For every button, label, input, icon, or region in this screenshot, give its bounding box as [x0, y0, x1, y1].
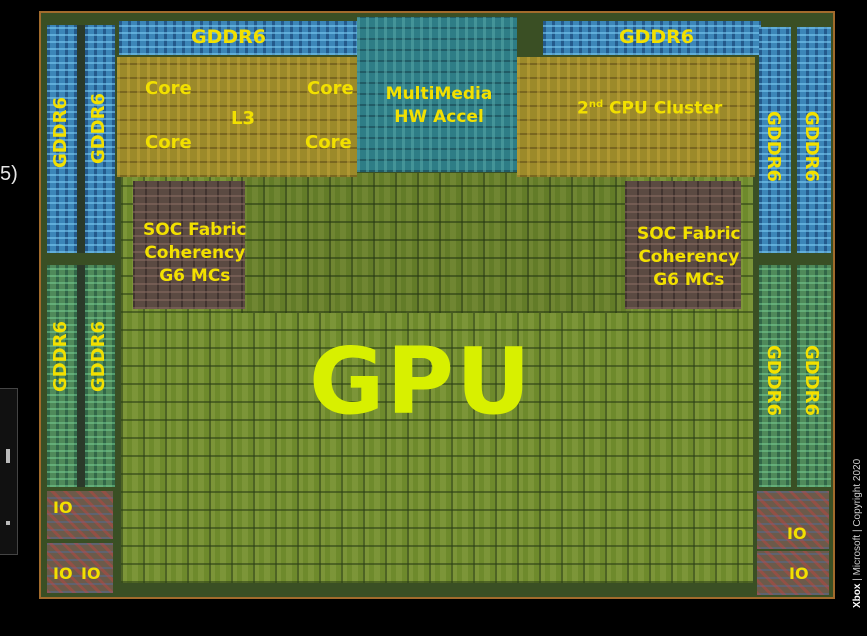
slide-thumbnail-fragment	[0, 388, 18, 555]
cpu-cluster-1-block	[117, 57, 357, 177]
io-left-bottom-label-1: IO	[53, 564, 73, 583]
io-right-upper-label: IO	[787, 524, 807, 543]
gddr-left-inner-top-label: GDDR6	[88, 93, 109, 165]
gddr-left-inner-top-block	[85, 25, 115, 253]
die-shot: GDDR6 GDDR6 GDDR6 GDDR6 GDDR6 GDDR6 GDDR…	[39, 11, 835, 599]
gddr-left-outer-top-block	[47, 25, 77, 253]
xbox-brand: Xbox	[852, 583, 863, 608]
multimedia-label-line-2: HW Accel	[394, 106, 484, 127]
io-right-lower-label: IO	[789, 564, 809, 583]
gddr-right-outer-bottom-label: GDDR6	[800, 345, 822, 417]
soc-fabric-left-label: SOC Fabric Coherency G6 MCs	[143, 219, 247, 288]
io-left-bottom-block	[47, 543, 113, 593]
gddr-left-outer-top-label: GDDR6	[50, 97, 71, 169]
gddr-right-inner-bottom-block	[759, 265, 791, 487]
cpu-cluster-2-label-number: 2	[577, 98, 589, 119]
gddr-left-outer-bottom-label: GDDR6	[50, 321, 71, 393]
slide-text-fragment: 5)	[0, 163, 18, 185]
cpu-cluster-2-label: 2nd CPU Cluster	[577, 99, 722, 118]
gddr-right-inner-top-label: GDDR6	[762, 111, 784, 183]
io-right-upper-block	[757, 491, 829, 549]
channel	[77, 265, 85, 487]
soc-fabric-right-line-2: Coherency	[638, 247, 740, 267]
cpu-cluster-2-block	[517, 57, 755, 177]
gddr-right-outer-top-block	[797, 27, 831, 253]
thumbnail-mark	[6, 449, 10, 463]
soc-fabric-right-label: SOC Fabric Coherency G6 MCs	[637, 223, 741, 292]
channel	[77, 25, 85, 253]
soc-fabric-left-line-1: SOC Fabric	[143, 220, 247, 240]
soc-fabric-left-line-3: G6 MCs	[159, 266, 231, 286]
copyright-text: | Microsoft | Copyright 2020	[852, 458, 863, 584]
core-top-left-label: Core	[145, 78, 192, 99]
soc-fabric-right-block	[625, 181, 741, 309]
soc-fabric-right-line-1: SOC Fabric	[637, 224, 741, 244]
multimedia-label: MultiMedia HW Accel	[379, 85, 499, 126]
gddr-right-outer-top-label: GDDR6	[800, 111, 822, 183]
core-top-right-label: Core	[307, 78, 354, 99]
multimedia-block	[357, 17, 517, 172]
io-left-upper-label: IO	[53, 498, 73, 517]
soc-fabric-left-block	[133, 181, 245, 309]
gddr-top-left-block	[119, 21, 357, 55]
gddr-top-right-label: GDDR6	[619, 26, 694, 48]
io-right-lower-block	[757, 551, 829, 595]
gddr-top-left-label: GDDR6	[191, 26, 266, 48]
copyright-footer: Xbox | Microsoft | Copyright 2020	[852, 388, 863, 608]
gddr-left-inner-bottom-block	[85, 265, 115, 487]
gddr-top-right-block	[543, 21, 761, 55]
multimedia-label-line-1: MultiMedia	[385, 84, 493, 104]
cpu-cluster-2-label-text: CPU Cluster	[603, 98, 723, 119]
thumbnail-mark	[6, 521, 10, 525]
gpu-label: GPU	[309, 328, 533, 435]
gddr-right-inner-top-block	[759, 27, 791, 253]
io-left-bottom-label-2: IO	[81, 564, 101, 583]
soc-fabric-left-line-2: Coherency	[144, 243, 246, 263]
core-bottom-left-label: Core	[145, 132, 192, 153]
gddr-right-outer-bottom-block	[797, 265, 831, 487]
gddr-left-inner-bottom-label: GDDR6	[88, 321, 109, 393]
soc-fabric-right-line-3: G6 MCs	[653, 270, 725, 290]
gddr-right-inner-bottom-label: GDDR6	[762, 345, 784, 417]
gpu-upper-block	[241, 173, 631, 313]
io-left-upper-block	[47, 491, 113, 539]
gddr-left-outer-bottom-block	[47, 265, 77, 487]
core-bottom-right-label: Core	[305, 132, 352, 153]
cpu-cluster-2-label-ordinal: nd	[588, 99, 604, 110]
l3-label: L3	[231, 108, 255, 129]
